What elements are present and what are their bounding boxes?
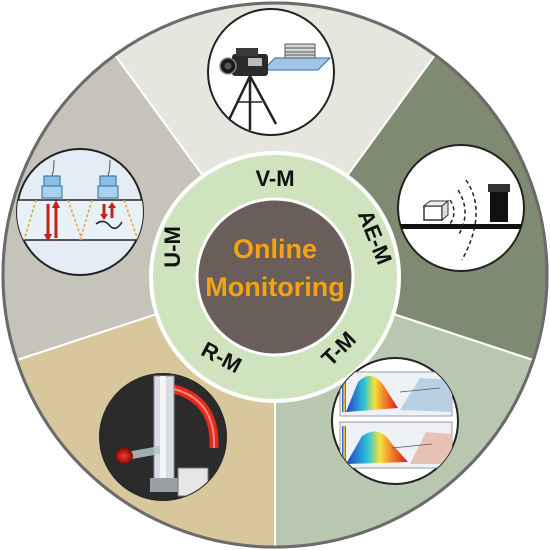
ultrasonic-probes-icon [16, 148, 144, 276]
optical-fiber-glow-icon [99, 373, 227, 501]
video-camera-tripod-icon [207, 8, 335, 136]
method-label-um: U-M [160, 226, 185, 268]
acoustic-emission-sensor-icon [397, 144, 525, 272]
center-title-line1: Online [233, 234, 317, 264]
method-label-vm: V-M [255, 166, 294, 191]
center-disk [195, 197, 355, 357]
center-title-line2: Monitoring [205, 272, 344, 302]
thermal-plots-icon [331, 357, 459, 485]
